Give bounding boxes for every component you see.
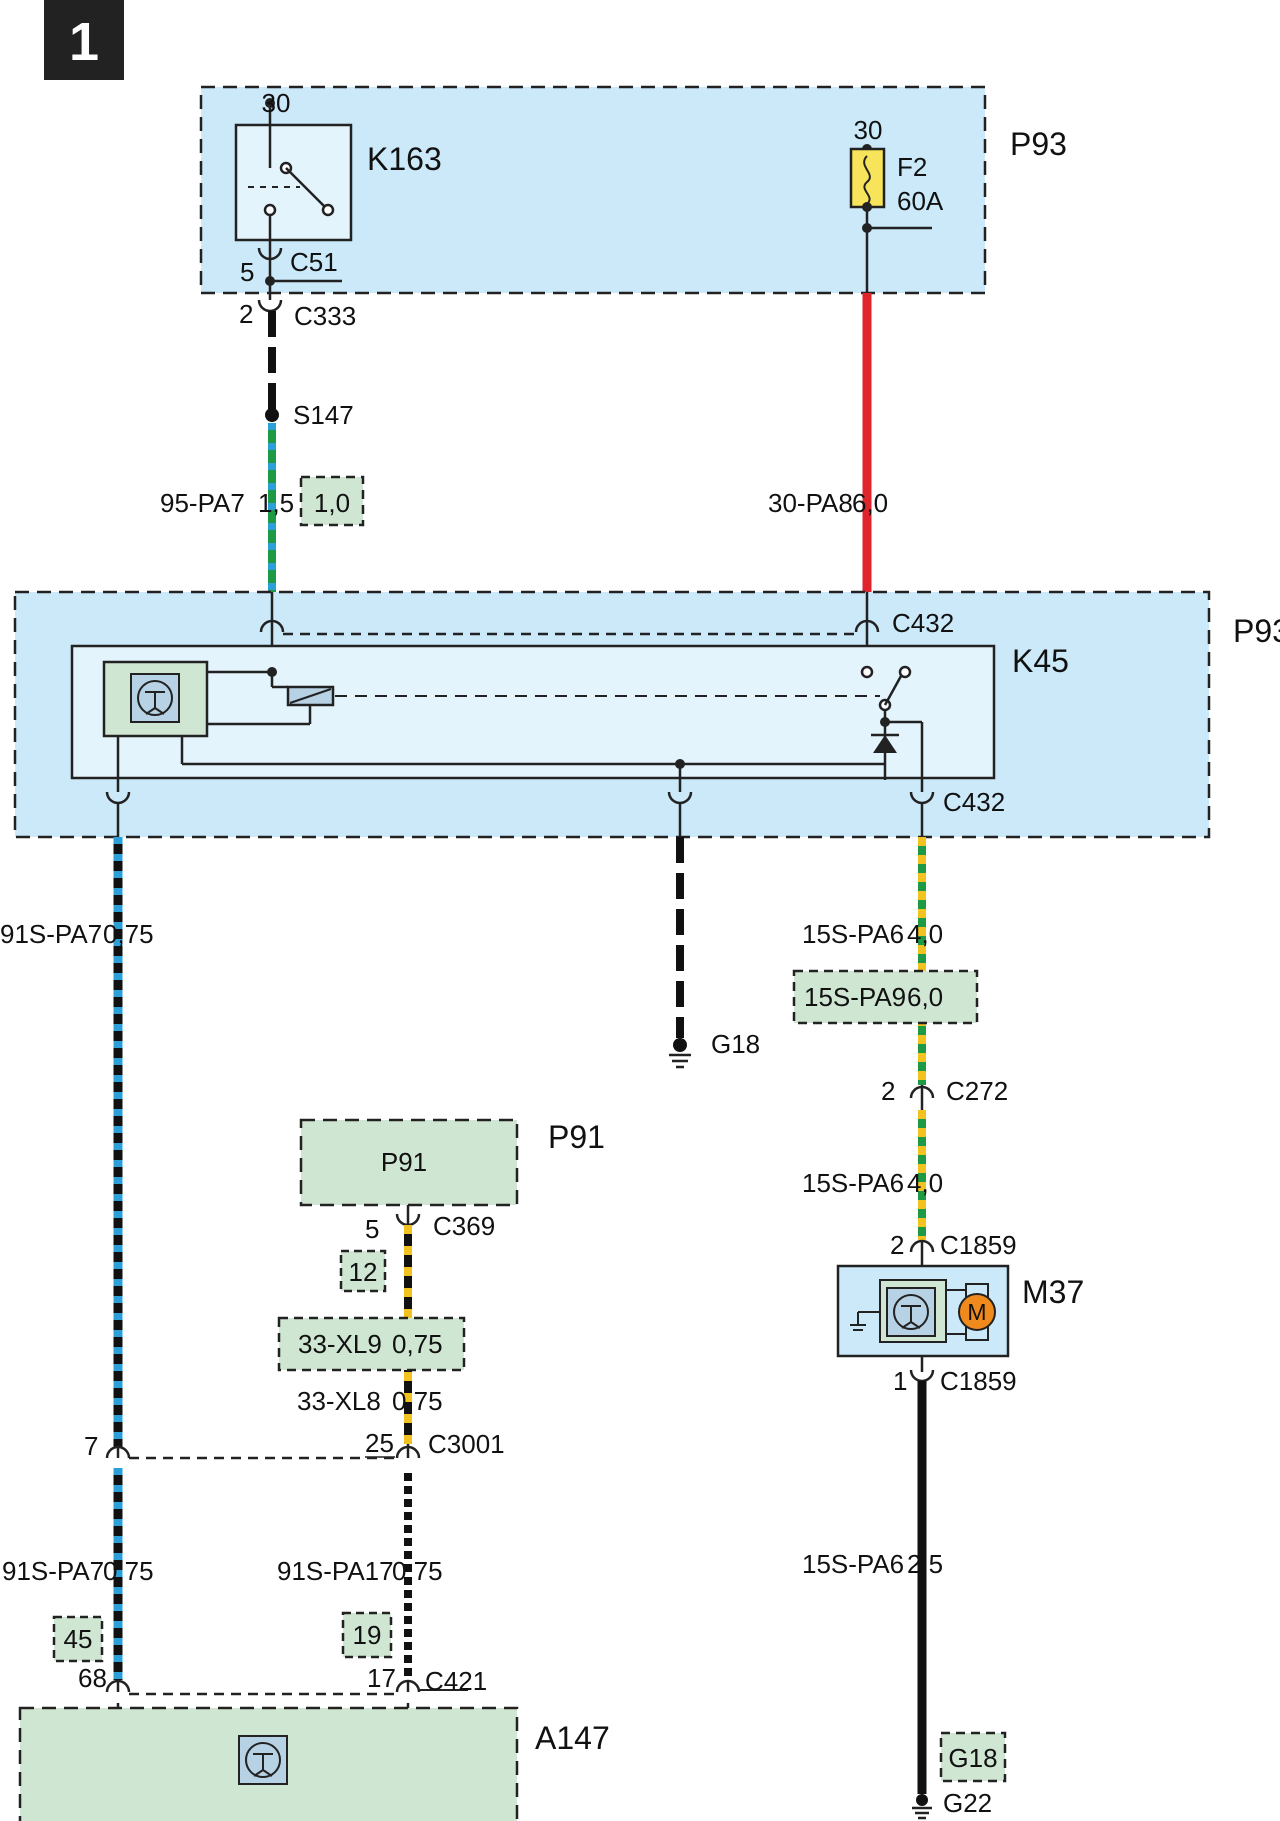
wire-91s-pa7-lower: 91S-PA7 0,75 45: [2, 1468, 154, 1680]
wire-15s-pa6: 15S-PA6 4,0 15S-PA9 6,0: [792, 803, 979, 1085]
fuse-f2: 30 F2 60A: [849, 115, 944, 292]
k45-label: K45: [1012, 643, 1069, 679]
w15-c-name: 15S-PA6: [802, 1549, 904, 1579]
c3001-label: C3001: [428, 1429, 505, 1459]
ref-g18: G18: [948, 1743, 997, 1773]
page-number-badge: 1: [44, 0, 124, 80]
c333-pin-label: 2: [239, 299, 253, 329]
c432-top-label: C432: [892, 608, 954, 638]
g18-label: G18: [711, 1029, 760, 1059]
w30-size: 6,0: [852, 488, 888, 518]
w33-alt-name: 33-XL9: [298, 1329, 382, 1359]
w91-17-name: 91S-PA17: [277, 1556, 394, 1586]
c1859-top-label: C1859: [940, 1230, 1017, 1260]
wire-15s-pa6-black: 15S-PA6 2,5 G18 G22: [802, 1381, 1007, 1820]
c3001-pin-left: 7: [84, 1431, 98, 1461]
w15-b-size: 4,0: [907, 1168, 943, 1198]
c369-pin: 5: [365, 1214, 379, 1244]
ref-45: 45: [64, 1624, 93, 1654]
wire-33-xl: 12 33-XL9 0,75 33-XL8 0,75: [277, 1225, 466, 1444]
w15-alt-name: 15S-PA9: [804, 982, 906, 1012]
c1859-bottom-label: C1859: [940, 1366, 1017, 1396]
p91-label: P91: [548, 1119, 605, 1155]
w15-a-name: 15S-PA6: [802, 919, 904, 949]
fuse-pin30-label: 30: [854, 115, 883, 145]
relay-k45: K45: [70, 643, 1069, 792]
motor-m37: 2 C1859 M M37 1 C1859: [836, 1230, 1084, 1396]
connector-c3001: 7 25 C3001: [84, 1428, 505, 1461]
wire-30-pa8: 30-PA8 6,0: [768, 293, 888, 592]
w91-bottom-name: 91S-PA7: [2, 1556, 104, 1586]
c1859-bottom-pin: 1: [893, 1366, 907, 1396]
p91-box-label: P91: [381, 1147, 427, 1177]
w95-size: 1,5: [258, 488, 294, 518]
module-p93-mid-label: P93: [1233, 613, 1280, 649]
w91-top-name: 91S-PA7: [0, 919, 102, 949]
wire-91s-pa17: 91S-PA17 0,75 19: [277, 1468, 443, 1680]
w15-b-name: 15S-PA6: [802, 1168, 904, 1198]
page-number: 1: [69, 12, 99, 72]
module-p93-top-label: P93: [1010, 126, 1067, 162]
k163-pin30-label: 30: [262, 88, 291, 118]
w95-name: 95-PA7: [160, 488, 245, 518]
module-a147: A147: [18, 1703, 610, 1821]
relay-k163: 30 K163: [234, 88, 442, 242]
connector-c432-bottom: C432: [105, 787, 1005, 817]
c369-label: C369: [433, 1211, 495, 1241]
motor-symbol: M: [967, 1299, 986, 1325]
c421-label: C421: [425, 1666, 487, 1696]
c3001-pin-right: 25: [365, 1428, 394, 1458]
c51-label: C51: [290, 247, 338, 277]
c333-label: C333: [294, 301, 356, 331]
c421-pin-left: 68: [78, 1663, 107, 1693]
c421-pin-right: 17: [367, 1663, 396, 1693]
c272-label: C272: [946, 1076, 1008, 1106]
w15-alt-size: 6,0: [907, 982, 943, 1012]
connector-c333: 2 C333: [239, 299, 356, 331]
module-p91: P91 P91 5 C369: [299, 1118, 605, 1244]
w91-top-size: 0,75: [103, 919, 154, 949]
w91-17-size: 0,75: [392, 1556, 443, 1586]
w33-size: 0,75: [392, 1386, 443, 1416]
s147-label: S147: [293, 400, 354, 430]
w33-alt-size: 0,75: [392, 1329, 443, 1359]
fuse-rating: 60A: [897, 186, 944, 216]
w15-a-size: 4,0: [907, 919, 943, 949]
w95-alt-size: 1,0: [314, 488, 350, 518]
ref-19: 19: [353, 1620, 382, 1650]
g22-label: G22: [943, 1788, 992, 1818]
w15-c-size: 2,5: [907, 1549, 943, 1579]
connector-c272: 2 C272 15S-PA6 4,0: [802, 1076, 1008, 1240]
c1859-top-pin: 2: [890, 1230, 904, 1260]
w91-bottom-size: 0,75: [103, 1556, 154, 1586]
w33-name: 33-XL8: [297, 1386, 381, 1416]
m37-label: M37: [1022, 1274, 1084, 1310]
fuse-name: F2: [897, 152, 927, 182]
ground-g18: G18: [669, 803, 760, 1069]
w30-name: 30-PA8: [768, 488, 853, 518]
wire-91s-pa7-left: 91S-PA7 0,75: [0, 803, 154, 1447]
k163-pin5-label: 5: [240, 257, 254, 287]
a147-label: A147: [535, 1720, 610, 1756]
k163-label: K163: [367, 141, 442, 177]
ref-12: 12: [349, 1257, 378, 1287]
wire-95-pa7: S147 95-PA7 1,5 1,0: [160, 311, 365, 592]
c272-pin-label: 2: [881, 1076, 895, 1106]
connector-c51: C51 5: [240, 240, 342, 300]
connector-c421: 68 17 C421: [78, 1663, 487, 1696]
c432-bottom-label: C432: [943, 787, 1005, 817]
